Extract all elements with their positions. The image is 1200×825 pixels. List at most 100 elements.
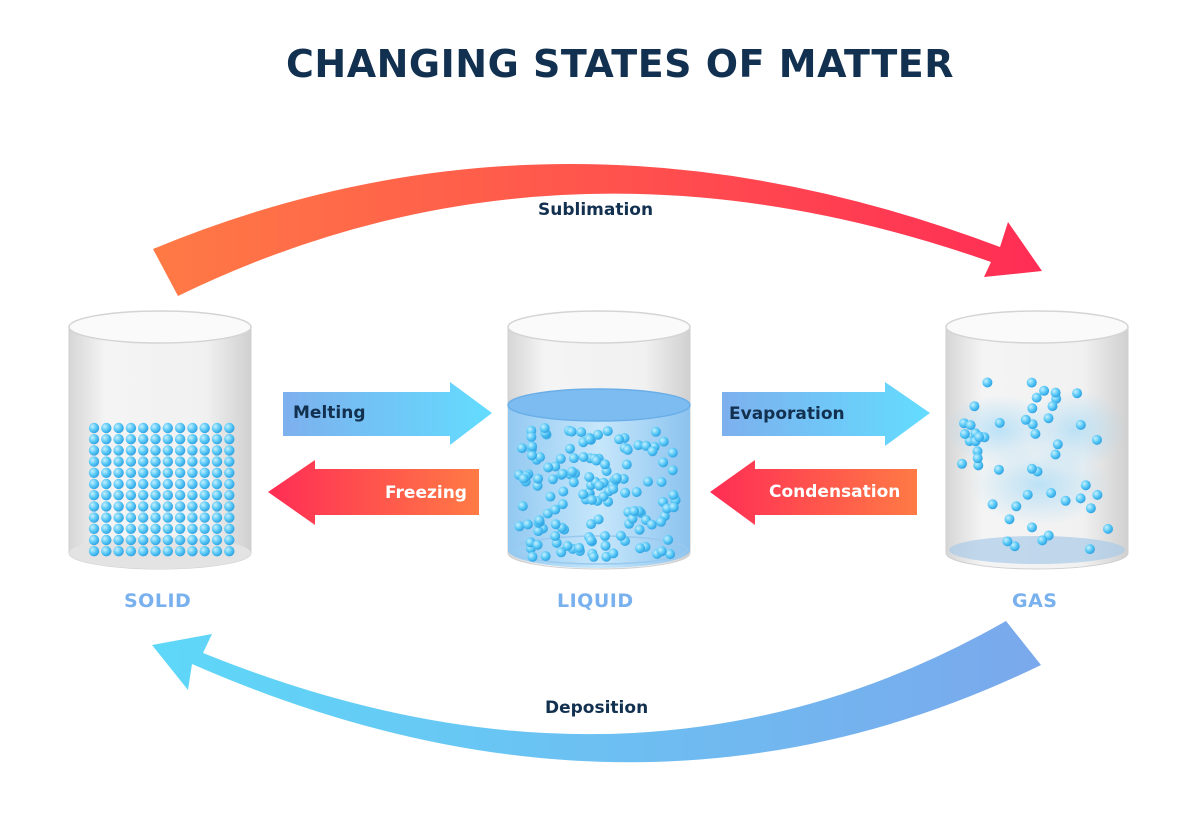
particle <box>125 467 137 478</box>
freezing-label: Freezing <box>385 483 467 503</box>
particle <box>101 501 112 512</box>
deposition-arrow <box>152 621 1041 763</box>
particle <box>518 473 529 484</box>
particle <box>150 523 161 534</box>
particle <box>608 548 619 559</box>
particle <box>550 531 561 541</box>
particle <box>1009 541 1020 552</box>
particle <box>224 456 235 467</box>
particle <box>199 456 210 467</box>
particle <box>532 539 543 550</box>
particle <box>224 534 235 546</box>
sublimation-arrow <box>153 163 1042 296</box>
particle <box>594 480 605 491</box>
particle <box>187 478 198 490</box>
particle <box>174 534 186 546</box>
particle <box>1027 403 1038 414</box>
particle <box>150 534 161 546</box>
particle <box>600 459 610 470</box>
particle <box>224 512 235 523</box>
particle <box>635 543 646 554</box>
particle <box>627 513 638 524</box>
particle <box>199 546 210 557</box>
condensation-label: Condensation <box>769 482 901 502</box>
particle <box>113 456 124 467</box>
particle <box>1103 523 1113 534</box>
particle <box>1050 387 1061 398</box>
particle <box>162 456 173 467</box>
particle <box>614 434 625 445</box>
particle <box>211 422 223 434</box>
particle <box>593 514 604 525</box>
particle <box>101 534 112 546</box>
particle <box>658 457 669 468</box>
particle <box>1022 489 1033 500</box>
particle <box>138 478 149 490</box>
particle <box>101 467 112 478</box>
particle <box>634 524 645 535</box>
particle <box>550 519 561 530</box>
particle <box>667 465 678 476</box>
particle <box>101 512 112 523</box>
particle <box>224 490 235 501</box>
particle <box>187 445 198 456</box>
particle <box>1020 414 1031 425</box>
particle <box>526 431 537 442</box>
particle <box>643 476 653 487</box>
particle <box>138 490 149 501</box>
particle <box>965 420 976 431</box>
particle <box>586 494 597 505</box>
particle <box>113 501 124 512</box>
particle <box>125 534 137 546</box>
particle <box>522 519 533 530</box>
particle <box>1026 463 1037 474</box>
particle <box>150 422 161 434</box>
particle <box>578 452 589 462</box>
particle <box>113 523 124 534</box>
particle <box>543 462 554 473</box>
particle <box>125 501 137 512</box>
particle <box>162 546 173 557</box>
particle <box>187 501 198 512</box>
particle <box>668 489 679 500</box>
particle <box>113 546 124 557</box>
particle <box>600 531 610 541</box>
particle <box>629 506 640 517</box>
particle <box>113 534 124 546</box>
particle <box>1030 428 1041 439</box>
particle <box>611 473 622 483</box>
particle <box>138 434 149 445</box>
solid-particle-lattice <box>88 422 235 557</box>
melting-label: Melting <box>293 403 366 423</box>
particle <box>101 523 112 534</box>
particle <box>174 434 186 445</box>
particle <box>974 432 985 443</box>
particle <box>88 512 100 523</box>
particle <box>174 501 186 512</box>
particle <box>150 445 161 456</box>
particle <box>199 467 210 478</box>
particle <box>187 512 198 523</box>
particle <box>591 455 602 466</box>
particle <box>150 490 161 501</box>
particle <box>540 551 551 562</box>
particle <box>665 549 676 560</box>
particle <box>174 467 186 478</box>
particle <box>211 546 223 557</box>
particle <box>584 472 595 482</box>
particle <box>125 490 137 501</box>
particle <box>562 541 573 551</box>
particle <box>101 434 112 445</box>
page-title: CHANGING STATES OF MATTER <box>286 42 954 86</box>
evaporation-label: Evaporation <box>729 404 845 424</box>
particle <box>162 445 173 456</box>
particle <box>578 489 589 500</box>
particle <box>125 434 137 445</box>
particle <box>138 445 149 456</box>
particle <box>199 512 210 523</box>
particle <box>668 502 679 513</box>
particle <box>1084 544 1095 555</box>
particle <box>113 422 124 434</box>
particle <box>1047 401 1058 412</box>
particle <box>615 530 626 541</box>
